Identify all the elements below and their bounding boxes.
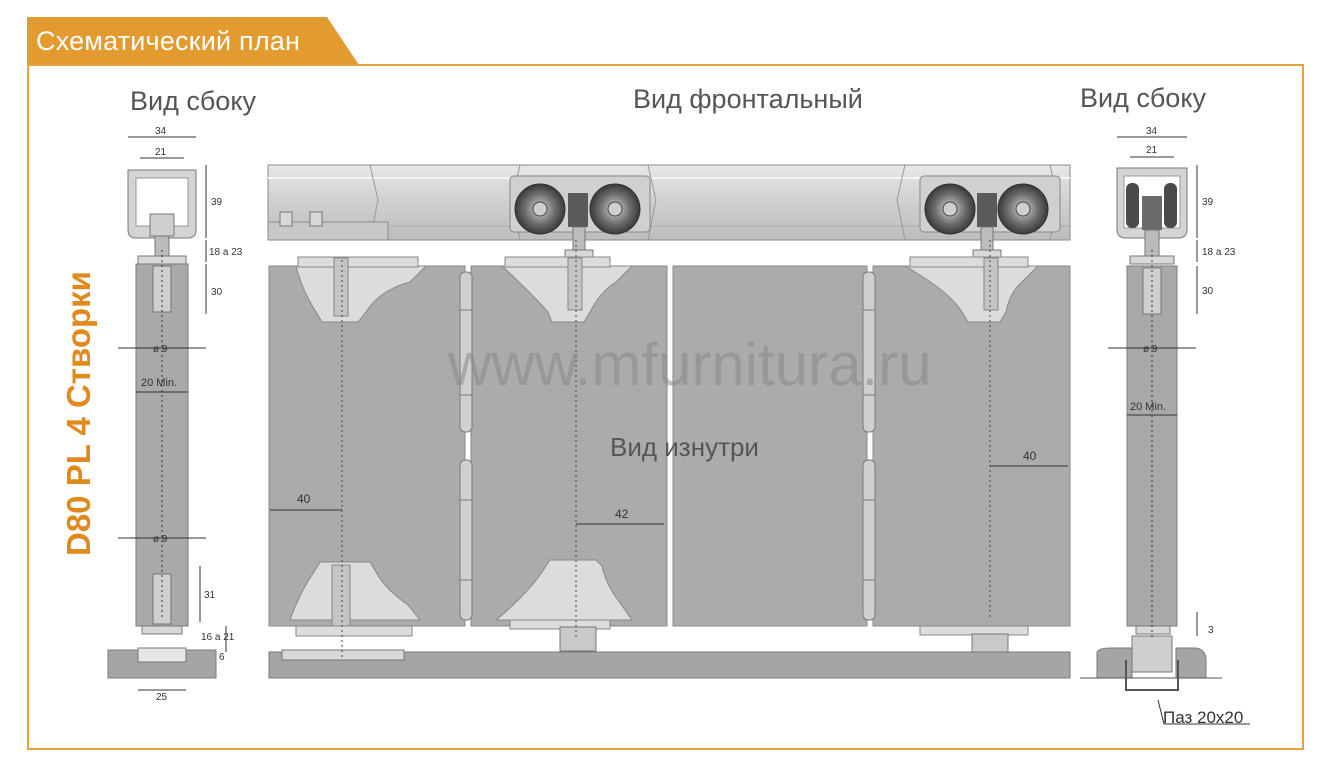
dim-inner-width-right: 21 (1146, 145, 1158, 156)
dim-guide-width: 25 (156, 692, 168, 703)
slot-label: Паз 20x20 (1163, 708, 1244, 727)
heading-front: Вид фронтальный (633, 84, 863, 114)
dim-offset-right: 40 (1023, 449, 1037, 463)
dim-drill-bottom-left: ø 9 (153, 534, 168, 545)
hinges (459, 271, 876, 621)
dim-screw-bottom-left: 31 (204, 590, 216, 601)
door-panels (268, 265, 1071, 627)
side-view-right (1080, 167, 1222, 691)
dim-offset-left: 40 (297, 492, 311, 506)
left-dimension-lines (118, 136, 227, 691)
heading-side-left: Вид сбоку (130, 86, 256, 116)
dim-gap-bottom-left: 16 a 21 (201, 632, 235, 643)
section-tab: Схематический план (27, 17, 359, 65)
tab-shape (27, 17, 359, 65)
dim-min-thickness-left: 20 Min. (141, 377, 177, 389)
dim-screw-top-right: 30 (1202, 286, 1214, 297)
right-dimension-lines (1108, 136, 1250, 725)
bottom-brackets (289, 559, 1029, 637)
dim-drill-right: ø 9 (1143, 344, 1158, 355)
inner-view-label: Вид изнутри (610, 432, 759, 462)
dim-top-width-right: 34 (1146, 126, 1158, 137)
bottom-guide (268, 626, 1071, 679)
dim-offset-middle: 42 (615, 507, 629, 521)
section-title: Схематический план (36, 26, 301, 56)
diagram-frame (27, 64, 1304, 750)
dim-gap-top-left: 18 a 23 (209, 247, 243, 258)
dim-gap-bottom-right: 3 (1208, 625, 1214, 636)
dim-drill-top-left: ø 9 (153, 344, 168, 355)
trolley-right (919, 175, 1061, 263)
front-dimensions (270, 465, 1068, 525)
dim-rail-height-right: 39 (1202, 197, 1214, 208)
dim-top-width-left: 34 (155, 126, 167, 137)
heading-side-right: Вид сбоку (1080, 83, 1206, 113)
dim-guide-height: 6 (219, 652, 225, 663)
trolley-left (509, 175, 651, 263)
dim-screw-top-left: 30 (211, 287, 223, 298)
watermark: www.mfurnitura.ru (448, 331, 932, 398)
center-lines (341, 240, 991, 660)
dim-rail-height-left: 39 (211, 197, 223, 208)
dim-min-thickness-right: 20 Min. (1130, 401, 1166, 413)
top-brackets (295, 256, 1040, 323)
dim-inner-width-left: 21 (155, 147, 167, 158)
dim-gap-top-right: 18 a 23 (1202, 247, 1236, 258)
